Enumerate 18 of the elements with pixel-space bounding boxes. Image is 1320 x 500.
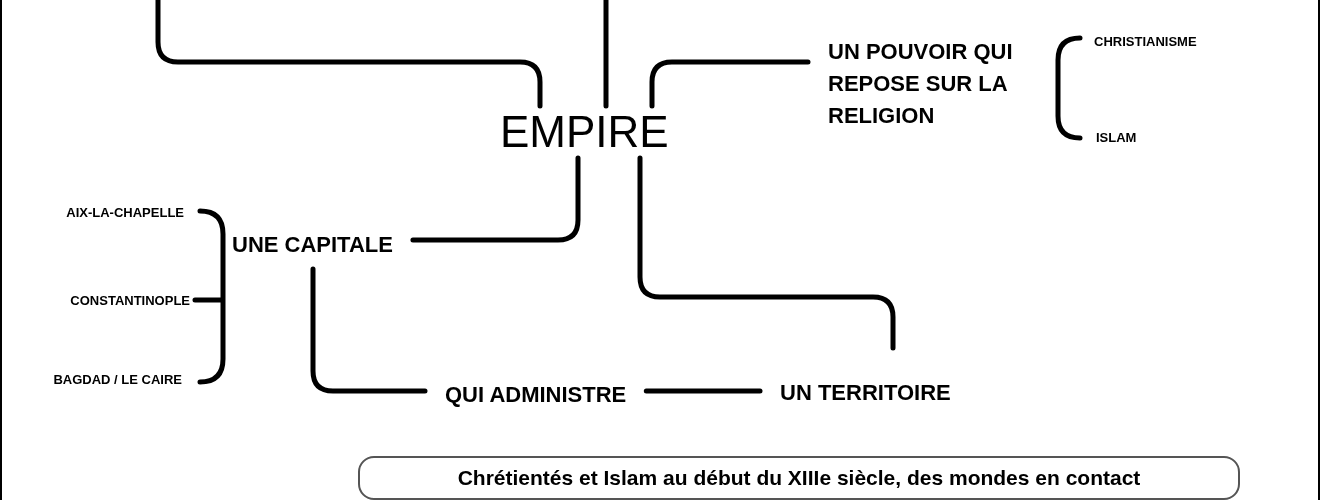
connector-line	[410, 155, 581, 243]
connector-line	[643, 388, 763, 394]
connector-line	[637, 155, 896, 351]
leaf-label: BAGDAD / LE CAIRE	[16, 370, 182, 390]
branch-label: UN TERRITOIRE	[760, 348, 971, 409]
leaf-label: AIX-LA-CHAPELLE	[20, 203, 184, 223]
topic-label: EMPIRE	[500, 106, 669, 158]
connector-line	[649, 59, 811, 109]
connector-line	[310, 266, 428, 394]
connector-line	[155, 0, 543, 109]
branch-label: QUI ADMINISTRE	[425, 378, 647, 411]
connector-line	[603, 0, 609, 109]
leaf-label: CONSTANTINOPLE	[20, 291, 190, 311]
branch-label: UN POUVOIR QUI REPOSE SUR LA RELIGION	[808, 36, 1048, 132]
branch-label: UNE CAPITALE	[232, 228, 413, 269]
leaf-label: ISLAM	[1096, 128, 1137, 148]
caption-box: Chrétientés et Islam au début du XIIIe siècle, des mondes en contact	[358, 456, 1240, 500]
leaf-label: CHRISTIANISME	[1094, 32, 1197, 52]
